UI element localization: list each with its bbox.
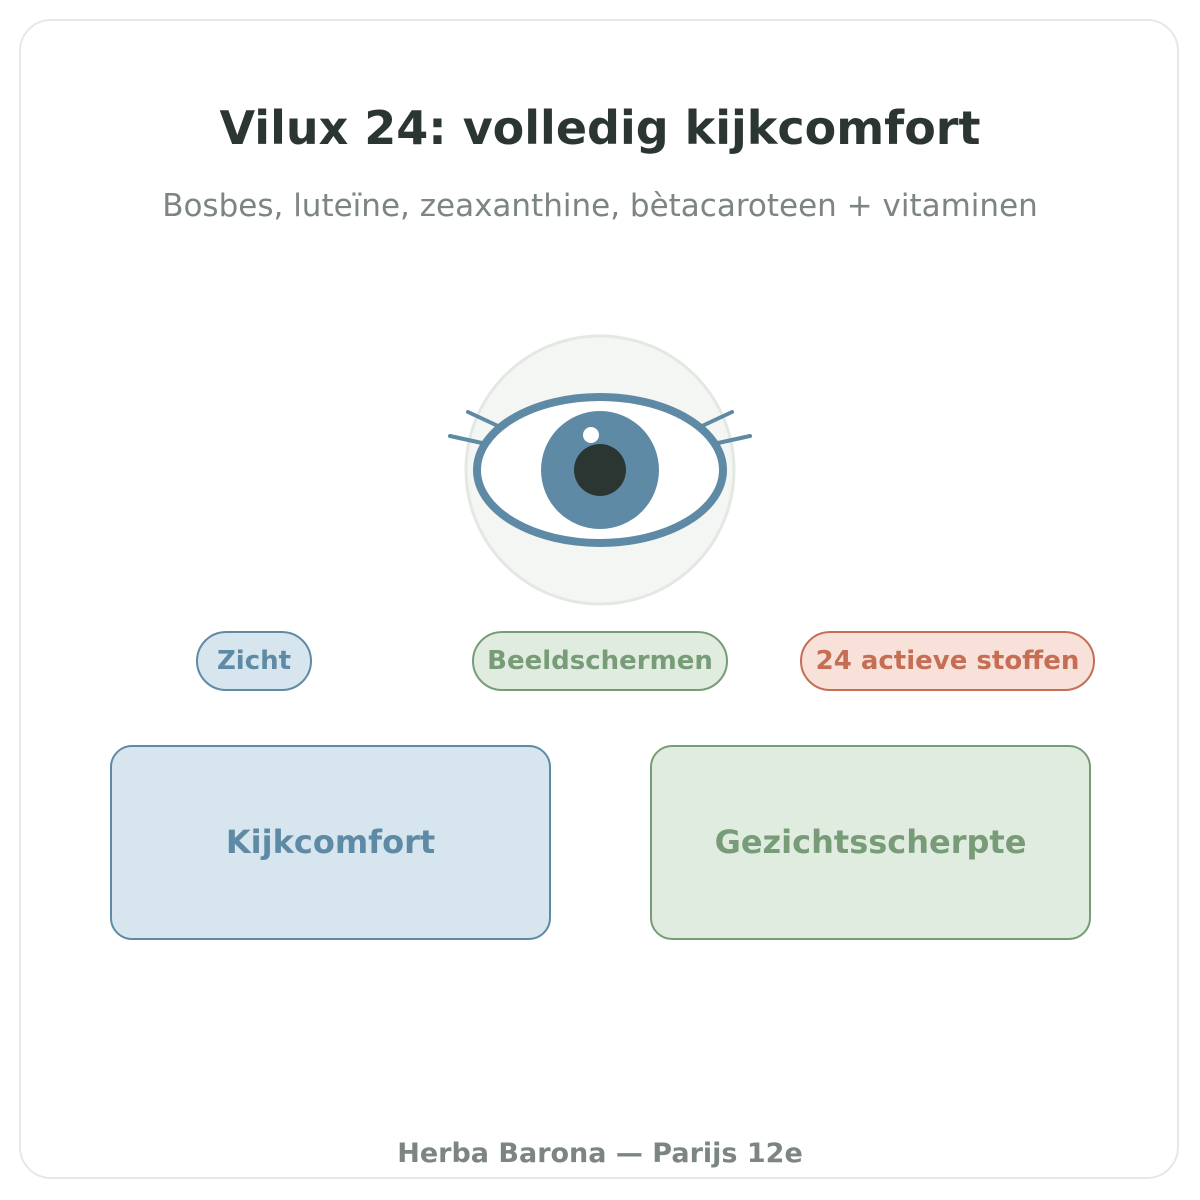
eyelash-right-bottom xyxy=(716,434,752,445)
footer-credit: Herba Barona — Parijs 12e xyxy=(397,1138,803,1169)
eye-highlight xyxy=(583,427,599,443)
eyelash-left-bottom xyxy=(448,434,484,445)
page-subtitle: Bosbes, luteïne, zeaxanthine, bètacarote… xyxy=(162,188,1038,224)
tag-zicht: Zicht xyxy=(196,631,312,691)
benefit-kijkcomfort: Kijkcomfort xyxy=(110,745,551,940)
eye-illustration xyxy=(440,330,760,610)
page-title: Vilux 24: volledig kijkcomfort xyxy=(219,101,981,155)
benefit-gezichtsscherpte: Gezichtsscherpte xyxy=(650,745,1091,940)
eyelash-left-top xyxy=(466,410,500,428)
tag-beeldschermen: Beeldschermen xyxy=(472,631,728,691)
eye-icon xyxy=(448,334,752,606)
eyelash-right-top xyxy=(700,410,734,428)
eye-pupil xyxy=(574,444,626,496)
tag-actieve-stoffen: 24 actieve stoffen xyxy=(800,631,1095,691)
